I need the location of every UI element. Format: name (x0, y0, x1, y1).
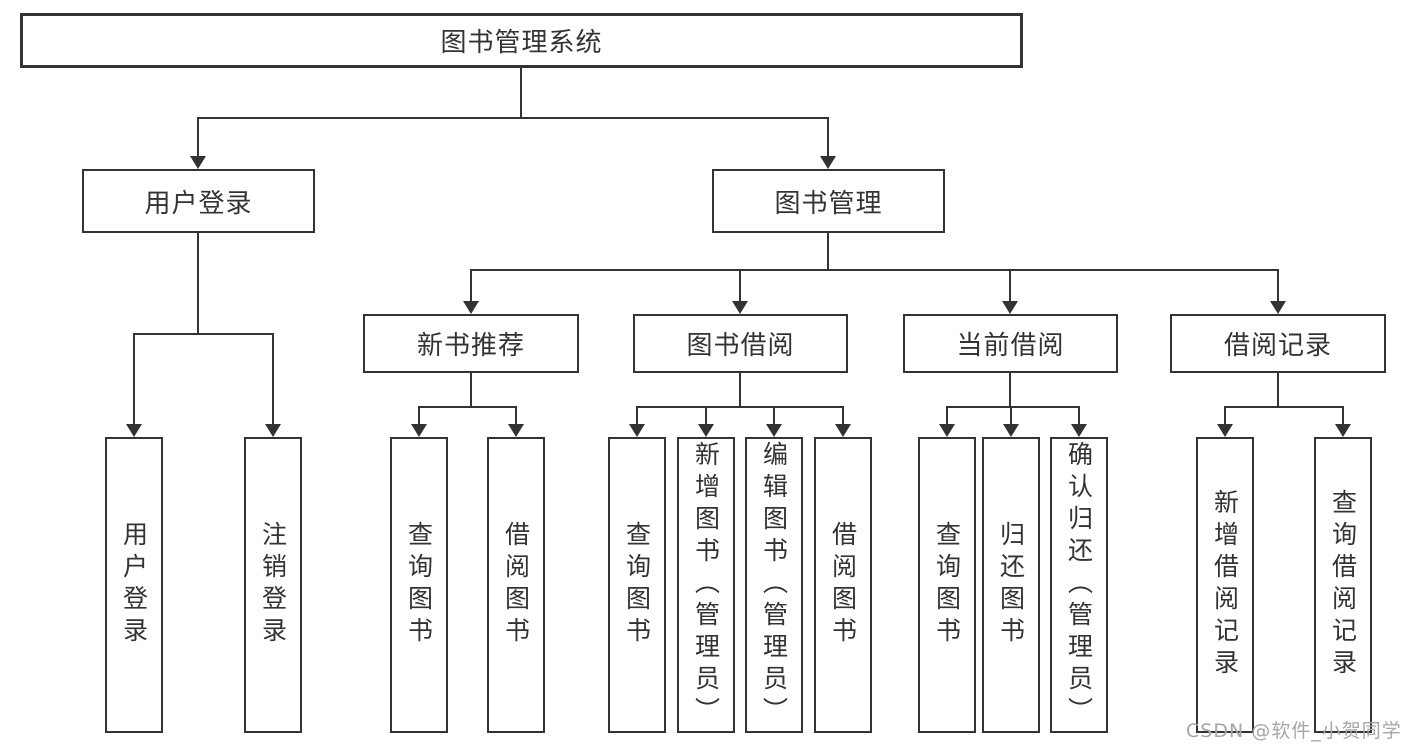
arrow-to-leaf-edit-book-admin (766, 406, 782, 437)
arrow-to-leaf-user-login (126, 333, 142, 437)
node-label: 借阅图书 (501, 521, 531, 649)
connector-current-borrow-rail (946, 406, 1080, 408)
node-new-book-recommend: 新书推荐 (363, 314, 579, 373)
arrow-to-leaf-query-borrow-record (1335, 406, 1351, 437)
node-label: 新增图书（管理员） (691, 441, 721, 729)
node-label: 查询图书 (404, 521, 434, 649)
arrow-to-current-borrow (1002, 269, 1018, 314)
connector-book-borrow-rail (636, 406, 844, 408)
connector-new-book-rail (418, 406, 517, 408)
node-current-borrow: 当前借阅 (903, 314, 1118, 373)
connector-borrow-records-stem (1277, 373, 1279, 408)
node-label: 借阅图书 (828, 521, 858, 649)
connector-new-book-stem (470, 373, 472, 408)
connector-current-borrow-stem (1009, 373, 1011, 408)
node-leaf-confirm-return-admin: 确认归还（管理员） (1050, 437, 1108, 733)
arrow-to-leaf-add-borrow-record (1217, 406, 1233, 437)
node-label: 编辑图书（管理员） (759, 441, 789, 729)
node-book-management: 图书管理 (712, 169, 945, 233)
node-label: 图书管理 (774, 188, 883, 219)
node-leaf-add-book-admin: 新增图书（管理员） (677, 437, 735, 733)
arrow-to-leaf-borrow-books-2 (835, 406, 851, 437)
connector-user-login-stem (197, 233, 199, 335)
node-label: 确认归还（管理员） (1064, 441, 1094, 729)
arrow-to-leaf-borrow-books-1 (508, 406, 524, 437)
arrow-to-leaf-query-books-3 (939, 406, 955, 437)
connector-book-borrow-stem (739, 373, 741, 408)
arrow-to-leaf-query-books-2 (629, 406, 645, 437)
node-borrow-records: 借阅记录 (1170, 314, 1386, 373)
arrow-to-leaf-query-books-1 (411, 406, 427, 437)
connector-root-stem (520, 68, 522, 118)
arrow-to-new-book-recommend (463, 269, 479, 314)
node-label: 查询借阅记录 (1328, 489, 1358, 681)
node-label: 借阅记录 (1223, 331, 1332, 361)
connector-borrow-records-rail (1224, 406, 1344, 408)
node-book-borrow: 图书借阅 (633, 314, 848, 373)
node-leaf-borrow-books-1: 借阅图书 (487, 437, 545, 733)
arrow-to-leaf-confirm-return-admin (1071, 406, 1087, 437)
node-leaf-add-borrow-record: 新增借阅记录 (1196, 437, 1254, 733)
node-leaf-query-books-3: 查询图书 (918, 437, 976, 733)
node-leaf-user-login: 用户登录 (105, 437, 163, 733)
arrow-to-borrow-records (1270, 269, 1286, 314)
node-label: 用户登录 (119, 521, 149, 649)
node-leaf-logout-login: 注销登录 (244, 437, 302, 733)
node-label: 新书推荐 (416, 331, 525, 361)
connector-root-rail (197, 117, 829, 119)
node-leaf-return-book: 归还图书 (982, 437, 1040, 733)
node-label: 用户登录 (144, 188, 253, 219)
node-label: 注销登录 (258, 521, 288, 649)
arrow-to-leaf-add-book-admin (698, 406, 714, 437)
node-user-login: 用户登录 (82, 169, 315, 233)
arrow-to-leaf-return-book (1003, 406, 1019, 437)
connector-book-management-stem (827, 233, 829, 271)
node-label: 查询图书 (932, 521, 962, 649)
node-leaf-borrow-books-2: 借阅图书 (814, 437, 872, 733)
arrow-to-leaf-logout-login (265, 333, 281, 437)
arrow-to-user-login (190, 117, 206, 169)
node-leaf-query-borrow-record: 查询借阅记录 (1314, 437, 1372, 733)
node-leaf-query-books-1: 查询图书 (390, 437, 448, 733)
node-label: 当前借阅 (956, 331, 1065, 361)
watermark: CSDN @软件_小贺同学 (1186, 720, 1402, 742)
node-label: 查询图书 (622, 521, 652, 649)
connector-user-login-rail (133, 333, 274, 335)
node-label: 新增借阅记录 (1210, 489, 1240, 681)
arrow-to-book-borrow (732, 269, 748, 314)
connector-book-management-rail (470, 269, 1279, 271)
node-leaf-edit-book-admin: 编辑图书（管理员） (745, 437, 803, 733)
node-label: 图书借阅 (686, 331, 795, 361)
node-label: 归还图书 (996, 521, 1026, 649)
node-library-system: 图书管理系统 (20, 13, 1023, 68)
node-leaf-query-books-2: 查询图书 (608, 437, 666, 733)
arrow-to-book-management (820, 117, 836, 169)
node-label: 图书管理系统 (440, 28, 603, 58)
